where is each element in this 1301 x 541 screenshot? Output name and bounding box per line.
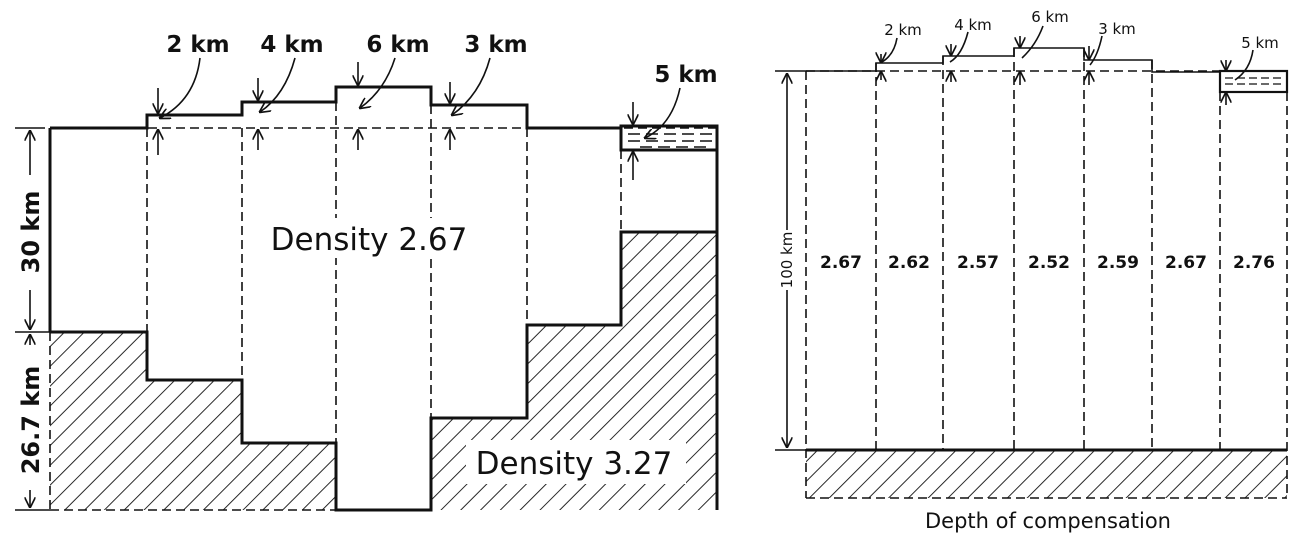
column-density: 2.76 — [1233, 253, 1275, 273]
column-dividers — [805, 48, 1288, 499]
mantle-density-label: Density 3.27 — [476, 446, 673, 482]
elevation-label: 2 km — [884, 21, 922, 39]
column-density: 2.57 — [957, 253, 999, 273]
compensation-label: Depth of compensation — [925, 509, 1171, 533]
root-depth-label: 26.7 km — [17, 366, 45, 475]
depth-label: 100 km — [778, 232, 796, 289]
elevation-label: 2 km — [166, 32, 229, 58]
root-profile — [50, 230, 717, 512]
pratt-model: 100 km 2 km 4 km 6 km 3 km 5 km 2.67 2.6… — [775, 8, 1289, 533]
ocean-water — [1218, 69, 1289, 94]
crust-thickness-label: 30 km — [17, 191, 45, 274]
airy-model: 30 km 26.7 km 2 km 4 km 6 km 3 km 5 km D… — [15, 32, 719, 512]
surface-profile — [806, 47, 1220, 73]
column-density: 2.67 — [820, 253, 862, 273]
column-density: 2.59 — [1097, 253, 1139, 273]
compensation-hatch — [806, 450, 1287, 498]
elevation-label: 5 km — [654, 62, 717, 88]
elevation-label: 3 km — [464, 32, 527, 58]
column-density: 2.62 — [888, 253, 930, 273]
elevation-leaders — [881, 25, 1254, 105]
column-density: 2.67 — [1165, 253, 1207, 273]
elevation-label: 4 km — [260, 32, 323, 58]
crust-density-label: Density 2.67 — [271, 222, 468, 258]
elevation-label: 6 km — [366, 32, 429, 58]
column-dividers — [49, 102, 622, 511]
elevation-label: 5 km — [1241, 34, 1279, 52]
column-density: 2.52 — [1028, 253, 1070, 273]
elevation-leaders — [158, 57, 681, 180]
elevation-label: 6 km — [1031, 8, 1069, 26]
water-lines — [628, 133, 712, 148]
surface-profile — [50, 85, 621, 130]
elevation-label: 3 km — [1098, 20, 1136, 38]
elevation-label: 4 km — [954, 16, 992, 34]
